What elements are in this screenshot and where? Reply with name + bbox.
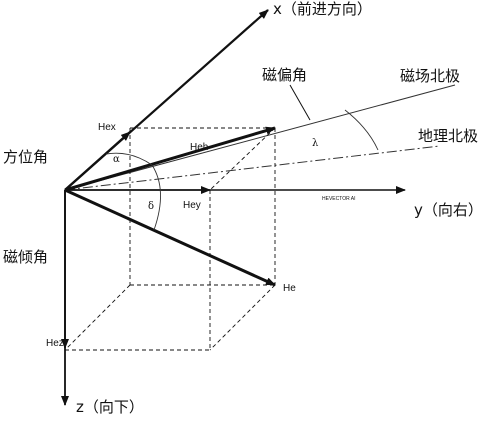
projection-box <box>64 127 276 351</box>
inclination-arc <box>151 164 161 231</box>
he-label: He <box>283 283 296 294</box>
geographic-north-label: 地理北极 <box>418 127 478 145</box>
hez-label: Hez <box>46 338 64 349</box>
hex-label: Hex <box>98 122 116 133</box>
delta-symbol: δ <box>148 201 154 212</box>
azimuth-label: 方位角 <box>3 148 48 166</box>
geographic-north-line <box>64 145 441 191</box>
magnetic-north-label: 磁场北极 <box>400 67 460 85</box>
hex-vector <box>64 131 131 191</box>
hey-label: Hey <box>183 200 201 211</box>
y-axis-label: y（向右） <box>414 201 483 219</box>
declination-pointer <box>289 84 311 121</box>
small-vector-text: HEVECTOR AI <box>322 196 356 202</box>
alpha-symbol: α <box>113 154 120 165</box>
lambda-symbol: λ <box>312 138 319 149</box>
inclination-label: 磁倾角 <box>3 248 48 266</box>
azimuth-arc <box>105 152 153 166</box>
declination-arc <box>344 109 379 151</box>
heh-vector <box>64 126 276 192</box>
declination-label: 磁偏角 <box>262 66 307 84</box>
he-vector <box>64 188 276 287</box>
x-axis-label: x（前进方向） <box>273 0 372 18</box>
z-axis-label: z（向下） <box>76 398 144 416</box>
heh-label: Heh <box>190 142 208 153</box>
